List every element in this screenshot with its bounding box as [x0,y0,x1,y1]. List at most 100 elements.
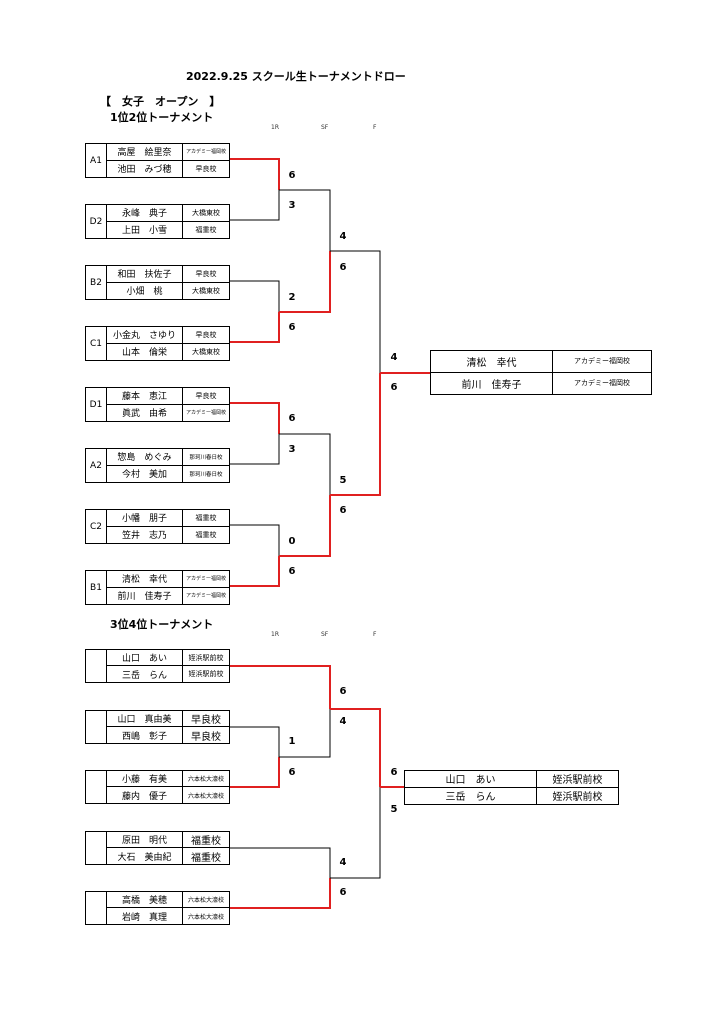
club-name: 六本松大濠校 [187,776,224,783]
entry-box: 高橋 美穂六本松大濠校 岩崎 真理六本松大濠校 [85,891,230,925]
bracket2-winner-box: 山口 あい姪浜駅前校 三岳 らん姪浜駅前校 [404,770,619,805]
player-name: 三岳 らん [107,666,183,682]
club-name: 早良校 [195,330,217,339]
score: 6 [288,767,296,778]
player-name: 山口 あい [107,650,183,665]
round-label-sf: SF [321,631,329,638]
bracket1-winner-box: 清松 幸代アカデミー福岡校 前川 佳寿子アカデミー福岡校 [430,350,652,395]
score: 4 [339,857,347,868]
player-name: 原田 明代 [107,832,183,847]
score: 2 [288,292,296,303]
club-name: 福重校 [195,513,217,522]
entry-box: D1 藤本 恵江 早良校 眞武 由希アカデミー福岡校 [85,387,230,422]
club-name: 早良校 [195,391,217,400]
club-name: 早良校 [195,269,217,278]
round-label-1r: 1R [271,631,279,638]
entry-box: 山口 あい姪浜駅前校 三岳 らん姪浜駅前校 [85,649,230,683]
entry-box: 山口 真由美早良校 西嶋 彰子早良校 [85,710,230,744]
seed-label: C1 [86,327,107,360]
club-name: 姪浜駅前校 [188,670,224,678]
score: 0 [288,536,296,547]
entry-box: C2 小幡 朋子福重校 笠井 志乃福重校 [85,509,230,544]
entry-box: A2 惣島 めぐみ那珂川春日校 今村 美加那珂川春日校 [85,448,230,483]
club-name: アカデミー福岡校 [185,593,226,600]
score: 6 [339,262,347,273]
club-name: 六本松大濠校 [187,913,224,921]
player-name: 清松 幸代 [107,571,183,587]
player-name: 永峰 典子 [107,205,183,221]
round-label-1r: 1R [271,124,279,131]
score: 6 [288,413,296,424]
seed-label: B1 [86,571,107,604]
seed-label: A2 [86,449,107,482]
player-name: 清松 幸代 [431,351,553,372]
score: 6 [339,686,347,697]
player-name: 上田 小雪 [107,221,183,238]
score: 6 [390,767,398,778]
seed-label: D2 [86,205,107,238]
player-name: 高橋 美穂 [107,892,183,907]
club-name: 姪浜駅前校 [552,775,603,787]
score: 6 [339,505,347,516]
player-name: 笠井 志乃 [107,526,183,543]
player-name: 岩崎 真理 [107,908,183,924]
player-name: 小幡 朋子 [107,510,183,526]
score: 5 [390,804,398,815]
player-name: 眞武 由希 [107,404,183,421]
club-name: 早良校 [191,731,221,743]
round-label-f: F [373,631,377,638]
score: 3 [288,200,296,211]
player-name: 山本 倫栄 [107,343,183,360]
club-name: アカデミー福岡校 [185,149,226,156]
seed-label: B2 [86,266,107,299]
score: 4 [339,231,347,242]
club-name: 早良校 [195,164,217,173]
entry-box: B2 和田 扶佐子 早良校 小畑 桃大橋東校 [85,265,230,300]
club-name: 姪浜駅前校 [552,792,603,804]
player-name: 和田 扶佐子 [107,266,183,282]
club-name: 福重校 [191,852,221,864]
score: 6 [339,887,347,898]
entry-box: 原田 明代福重校 大石 美由紀福重校 [85,831,230,865]
club-name: 福重校 [195,530,217,539]
club-name: 福重校 [191,836,221,847]
player-name: 小金丸 さゆり [107,327,183,343]
player-name: 池田 みづ穂 [107,160,183,177]
seed-label: C2 [86,510,107,543]
entry-box: D2 永峰 典子大橋東校 上田 小雪 福重校 [85,204,230,239]
club-name: 大橋東校 [192,347,220,356]
club-name: 早良校 [191,715,221,726]
club-name: アカデミー福岡校 [185,576,226,583]
player-name: 山口 真由美 [107,711,183,726]
page-title: 2022.9.25 スクール生トーナメントドロー [186,70,406,83]
division-label: 【 女子 オープン 】 [100,95,221,108]
seed-label: A1 [86,144,107,177]
player-name: 惣島 めぐみ [107,449,183,465]
player-name: 前川 佳寿子 [107,587,183,604]
score: 1 [288,736,296,747]
club-name: 福重校 [195,225,217,234]
club-name: 大橋東校 [192,286,220,295]
player-name: 今村 美加 [107,465,183,482]
club-name: 大橋東校 [192,208,220,217]
player-name: 藤本 恵江 [107,388,183,404]
player-name: 山口 あい [405,771,537,787]
player-name: 大石 美由紀 [107,848,183,864]
score: 6 [288,322,296,333]
player-name: 高屋 絵里奈 [107,144,183,160]
entry-box: A1 高屋 絵里奈アカデミー福岡校 池田 みづ穂 早良校 [85,143,230,178]
club-name: アカデミー福岡校 [185,410,226,417]
club-name: 六本松大濠校 [187,792,224,800]
bracket2-title: 3位4位トーナメント [110,618,214,631]
seed-label: D1 [86,388,107,421]
club-name: 那珂川春日校 [189,471,223,478]
score: 5 [339,475,347,486]
club-name: 那珂川春日校 [189,454,223,461]
club-name: アカデミー福岡校 [574,357,630,366]
entry-box: C1 小金丸 さゆり 早良校 山本 倫栄大橋東校 [85,326,230,361]
player-name: 前川 佳寿子 [431,372,553,394]
player-name: 小畑 桃 [107,282,183,299]
round-label-sf: SF [321,124,329,131]
